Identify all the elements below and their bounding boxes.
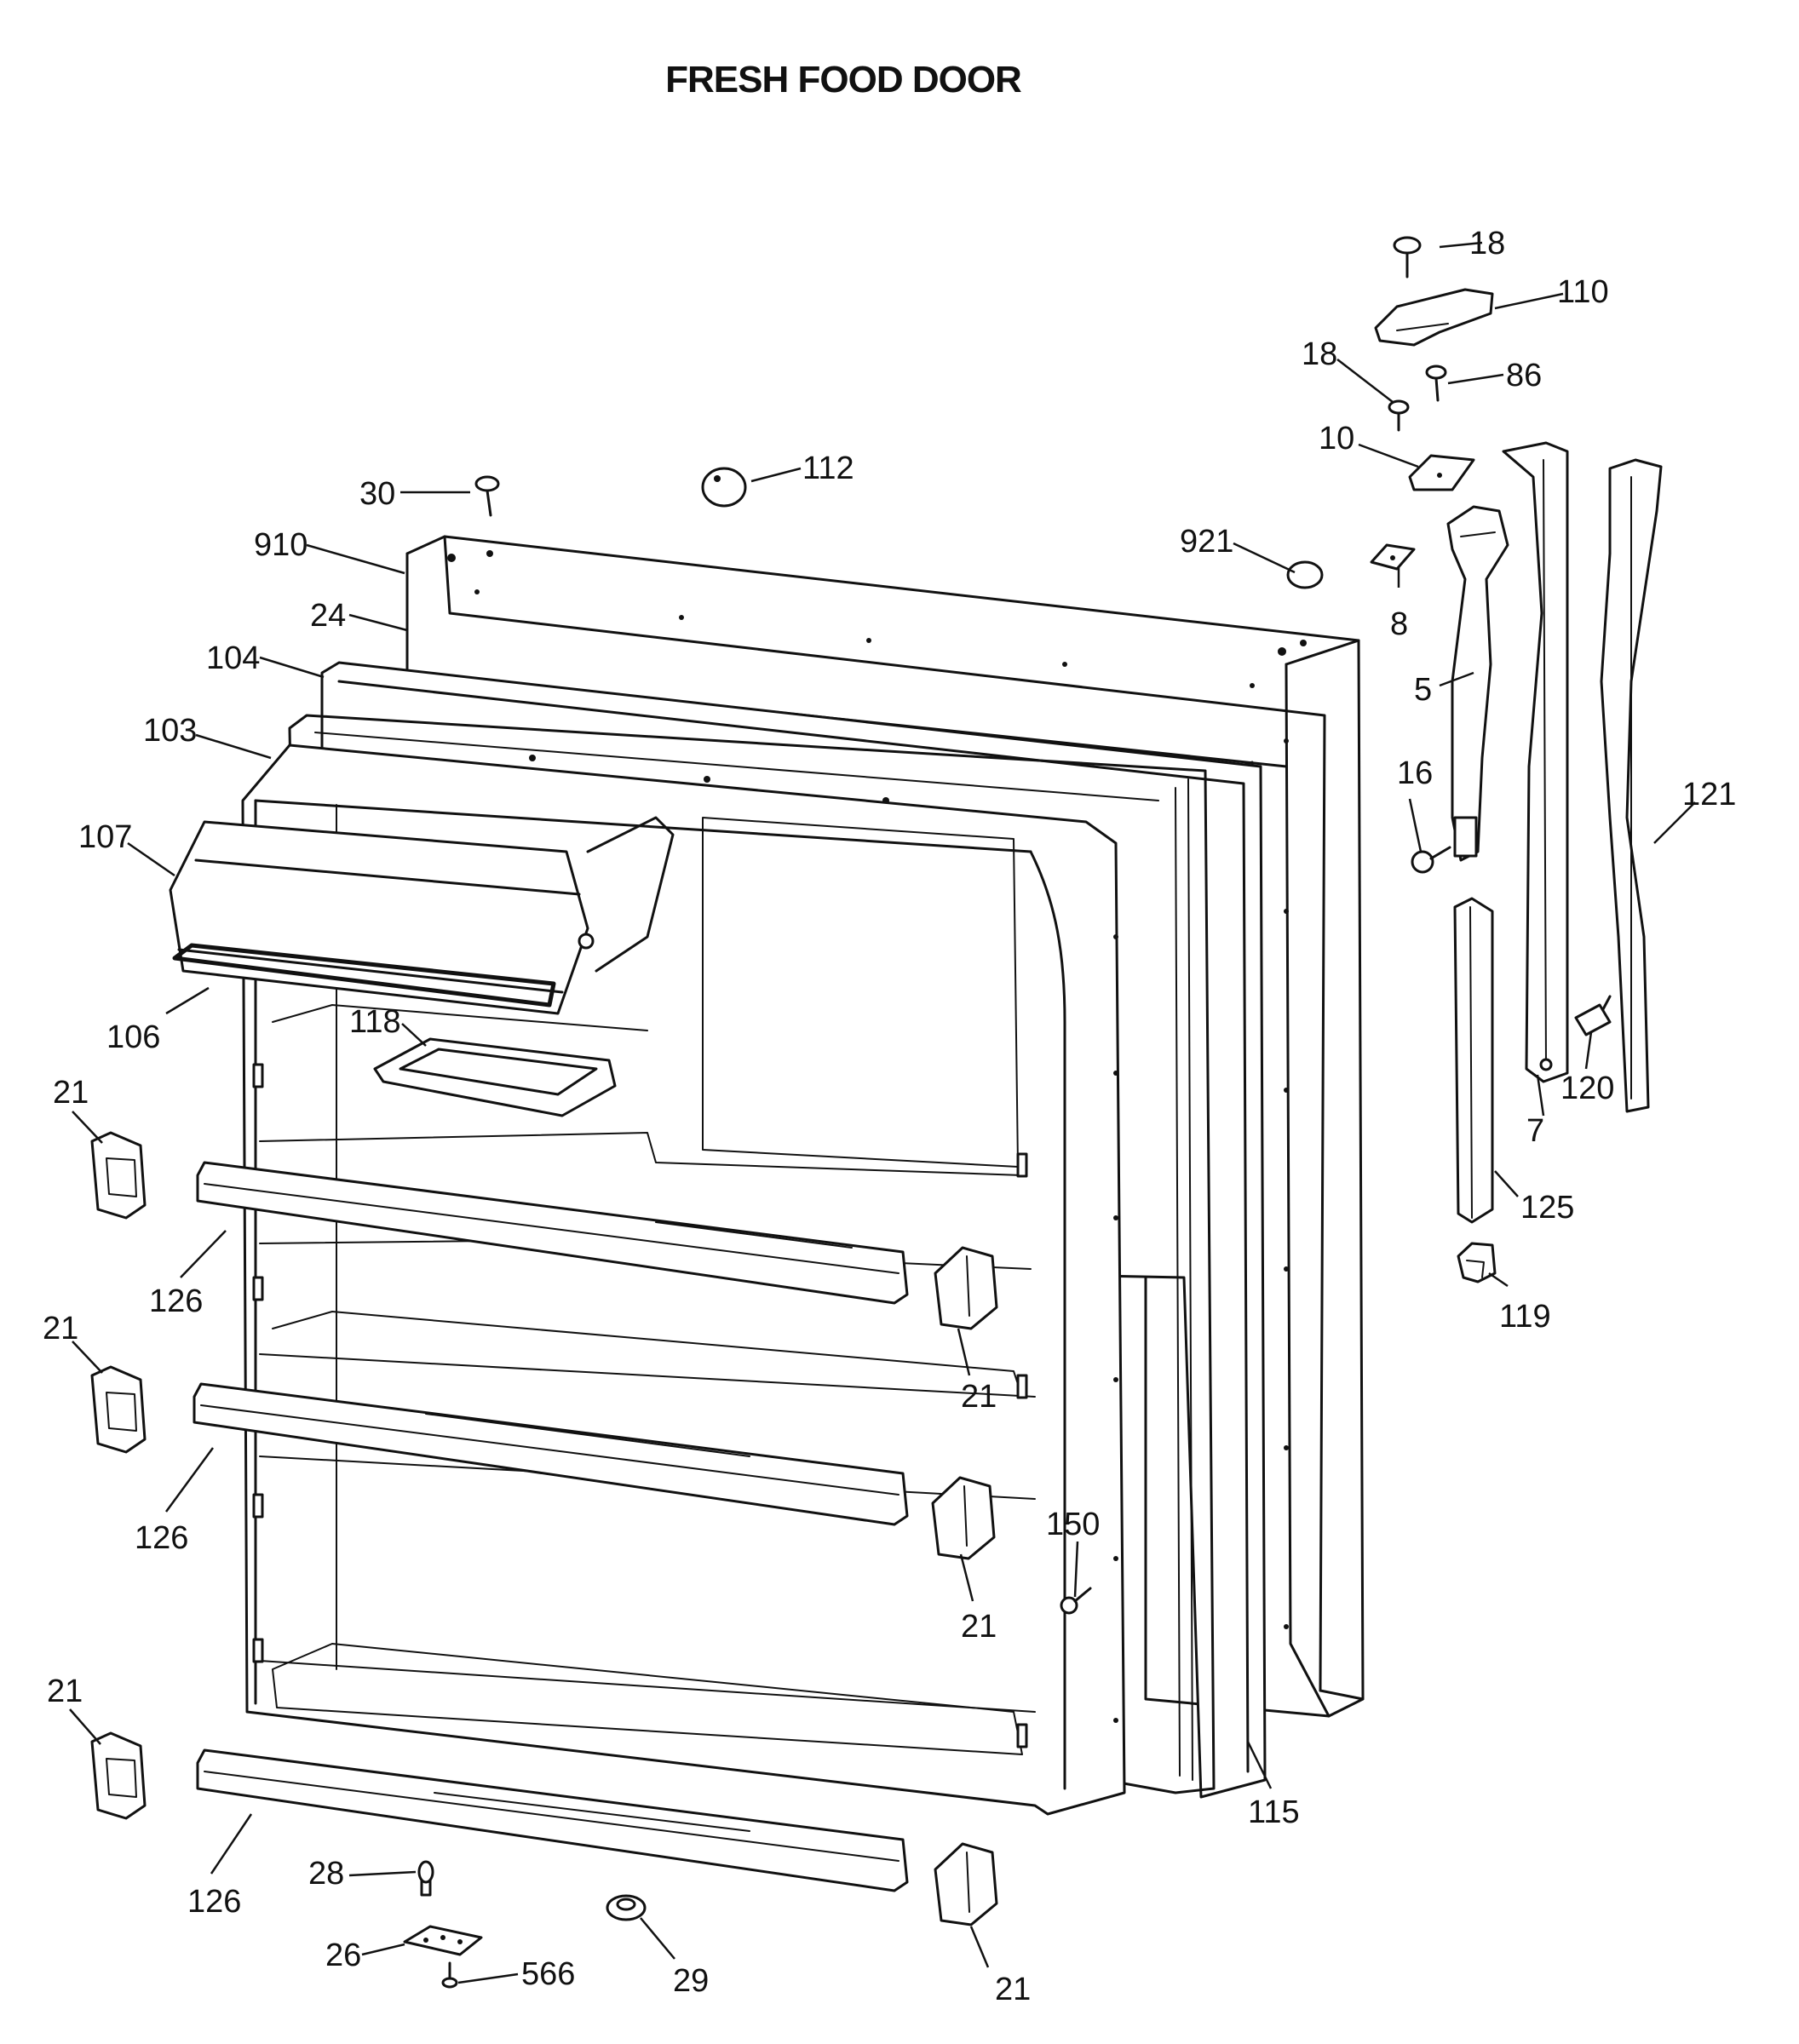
callout-10: 10 xyxy=(1319,421,1354,456)
dairy-compartment xyxy=(169,816,675,1015)
screw-18-top xyxy=(1393,236,1422,278)
callout-125: 125 xyxy=(1520,1190,1574,1226)
callout-21-a: 21 xyxy=(53,1075,89,1111)
callout-21-c: 21 xyxy=(961,1379,997,1415)
callout-16: 16 xyxy=(1397,755,1433,791)
shelf-rail-2 xyxy=(193,1382,909,1526)
plug-921 xyxy=(1286,560,1324,589)
channel-125 xyxy=(1453,897,1494,1224)
clip-119 xyxy=(1457,1242,1497,1283)
callout-566: 566 xyxy=(521,1956,575,1992)
callout-115: 115 xyxy=(1248,1794,1300,1830)
handle-rail-7 xyxy=(1502,441,1569,1083)
callout-119: 119 xyxy=(1499,1299,1551,1335)
callout-21-e: 21 xyxy=(47,1674,83,1709)
butter-tray xyxy=(373,1037,617,1117)
screw-86 xyxy=(1425,365,1447,402)
screw-150 xyxy=(1060,1587,1092,1615)
callout-24: 24 xyxy=(310,598,346,634)
callout-8: 8 xyxy=(1390,606,1408,642)
diagram-title: FRESH FOOD DOOR xyxy=(665,59,1021,100)
cap-112 xyxy=(701,467,747,508)
callout-7: 7 xyxy=(1526,1113,1544,1149)
callout-126-b: 126 xyxy=(135,1520,188,1556)
screw-30 xyxy=(474,475,500,517)
end-cap-right-1 xyxy=(934,1246,998,1330)
screw-16 xyxy=(1411,846,1451,874)
callout-910: 910 xyxy=(254,527,307,563)
hinge-cover-110 xyxy=(1374,288,1494,347)
bracket-8 xyxy=(1370,543,1416,571)
screw-18-mid xyxy=(1388,399,1410,432)
callout-104: 104 xyxy=(206,640,260,676)
hinge-plate-10 xyxy=(1408,454,1475,491)
callout-107: 107 xyxy=(78,819,132,855)
end-cap-right-2 xyxy=(931,1476,996,1560)
callout-18-top: 18 xyxy=(1469,226,1505,261)
shelf-rail-1 xyxy=(196,1161,909,1305)
callout-5: 5 xyxy=(1414,672,1432,708)
end-cap-left-1 xyxy=(90,1131,147,1220)
callout-26: 26 xyxy=(325,1938,361,1973)
callout-21-d: 21 xyxy=(961,1609,997,1645)
callout-30: 30 xyxy=(359,476,395,512)
callout-126-c: 126 xyxy=(187,1884,241,1920)
callout-103: 103 xyxy=(143,713,197,749)
handle-end-5 xyxy=(1446,505,1509,862)
clip-120 xyxy=(1574,995,1612,1036)
callout-labels: 18 110 18 86 10 112 30 910 921 24 8 104 … xyxy=(43,226,1736,2007)
callout-921: 921 xyxy=(1180,524,1233,560)
handle-trim-121 xyxy=(1600,458,1663,1113)
callout-121: 121 xyxy=(1682,777,1736,812)
stud-28 xyxy=(417,1860,434,1897)
callout-106: 106 xyxy=(106,1019,160,1055)
callout-18-mid: 18 xyxy=(1302,336,1337,372)
end-cap-left-3 xyxy=(90,1731,147,1820)
plate-26 xyxy=(403,1925,483,1956)
callout-21-b: 21 xyxy=(43,1311,78,1346)
callout-118: 118 xyxy=(349,1004,401,1040)
end-cap-right-3 xyxy=(934,1842,998,1926)
callout-150: 150 xyxy=(1046,1507,1100,1542)
callout-86: 86 xyxy=(1506,358,1542,393)
callout-21-f: 21 xyxy=(995,1972,1031,2007)
end-cap-left-2 xyxy=(90,1365,147,1454)
screw-566 xyxy=(441,1961,458,1989)
callout-120: 120 xyxy=(1560,1071,1614,1106)
callout-29: 29 xyxy=(673,1963,709,1999)
callout-28: 28 xyxy=(308,1856,344,1892)
grommet-29 xyxy=(606,1894,647,1921)
callout-110: 110 xyxy=(1557,274,1609,310)
shelf-rail-3 xyxy=(196,1748,909,1892)
leader-lines xyxy=(69,241,1696,1984)
callout-112: 112 xyxy=(802,451,854,486)
callout-126-a: 126 xyxy=(149,1283,203,1319)
